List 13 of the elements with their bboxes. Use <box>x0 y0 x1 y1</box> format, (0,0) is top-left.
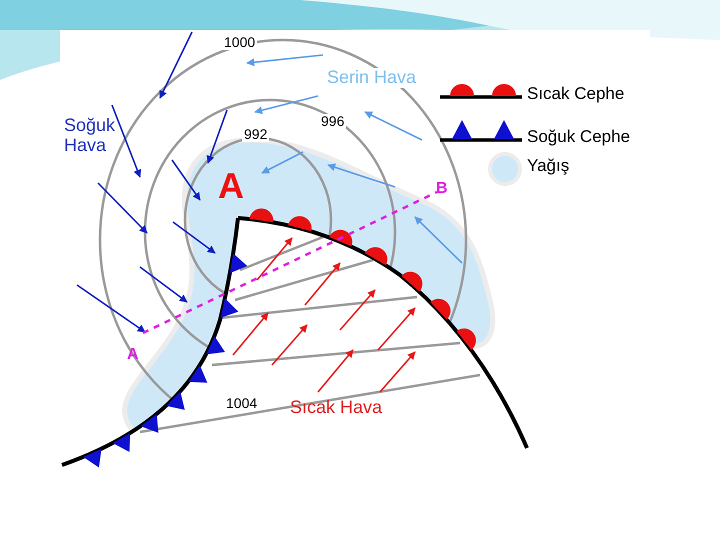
section-letter: B <box>436 180 448 198</box>
air-mass-label: Serin Hava <box>325 68 418 88</box>
legend-label: Yağış <box>527 157 570 176</box>
isobar-value: 1000 <box>222 35 258 50</box>
legend-label: Sıcak Cephe <box>527 85 624 104</box>
legend-label: Soğuk Cephe <box>527 128 630 147</box>
low-pressure-letter: A <box>218 166 244 206</box>
air-mass-label: Sıcak Hava <box>290 398 382 418</box>
isobar-value: 996 <box>319 114 346 130</box>
isobar-value: 1004 <box>224 396 260 412</box>
isobar-value: 992 <box>242 127 270 142</box>
section-letter: A <box>127 346 139 364</box>
air-mass-label: Soğuk Hava <box>64 116 116 156</box>
